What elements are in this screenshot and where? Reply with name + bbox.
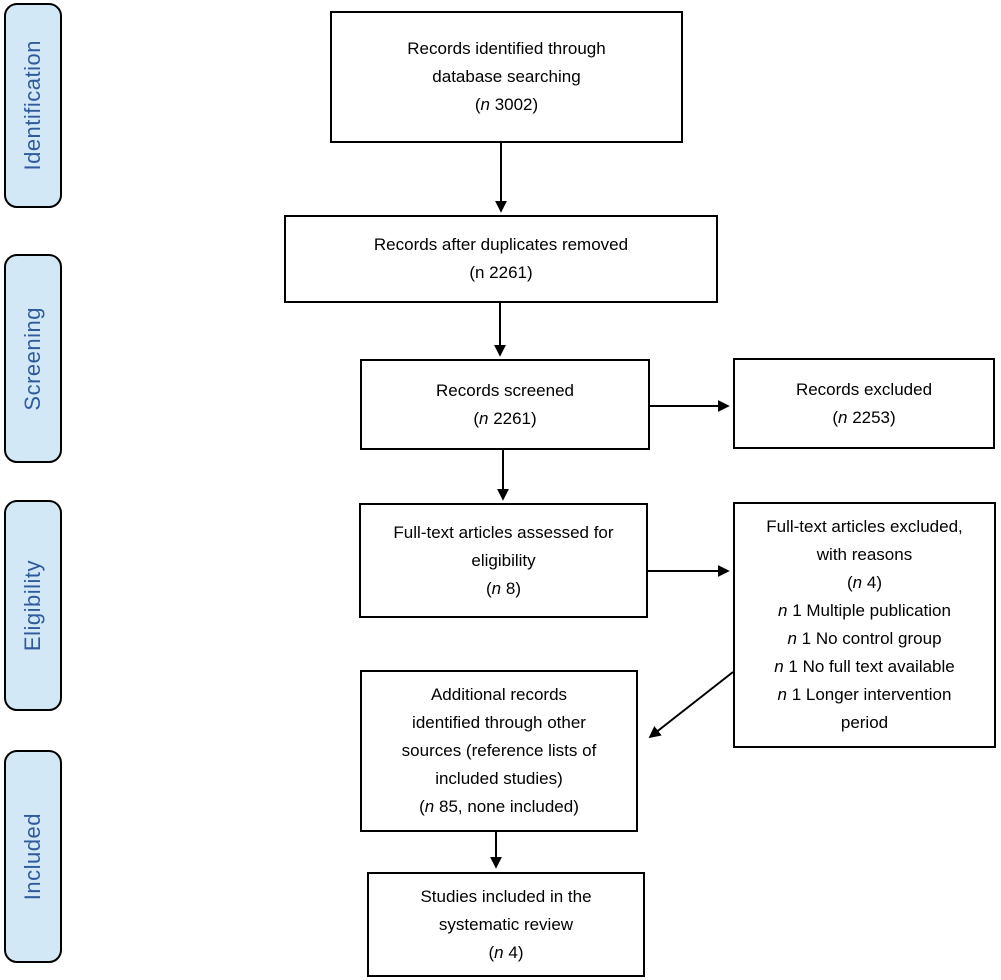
stage-identification-label: Identification <box>20 40 45 171</box>
stage-included-label: Included <box>20 812 45 901</box>
arrow-fulltext-excluded-to-additional <box>648 671 734 739</box>
stage-eligibility-label: Eligibility <box>20 559 45 652</box>
box-records-screened: Records screened(n 2261) <box>360 359 650 450</box>
stage-eligibility: Eligibility <box>4 500 62 711</box>
stage-identification: Identification <box>4 3 62 208</box>
stage-included: Included <box>4 750 62 963</box>
stage-screening: Screening <box>4 254 62 463</box>
box-records-excluded: Records excluded(n 2253) <box>733 358 995 449</box>
stage-screening-label: Screening <box>20 306 45 411</box>
box-records-after-duplicates: Records after duplicates removed(n 2261) <box>284 215 718 303</box>
box-fulltext-excluded: Full-text articles excluded,with reasons… <box>733 502 996 748</box>
